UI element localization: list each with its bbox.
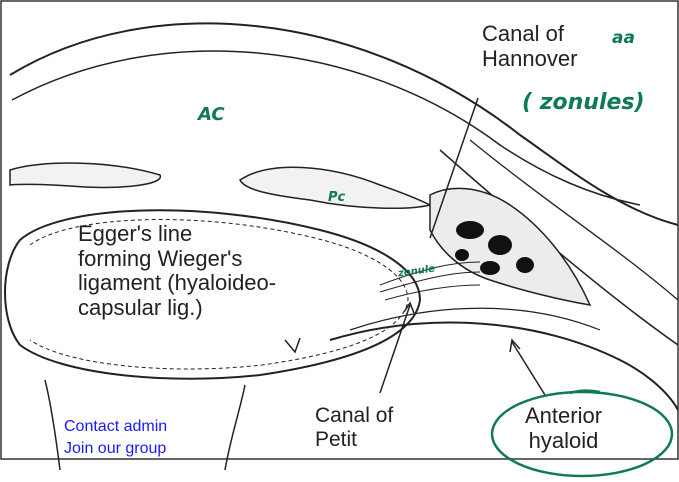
label-canal-of-petit: Canal of Petit — [315, 404, 393, 451]
handwritten-pc: Pc — [328, 190, 345, 205]
label-canal-of-hannover: Canal of Hannover — [482, 22, 577, 71]
ciliary-process-1 — [456, 221, 484, 239]
lower-stroke-1 — [45, 380, 60, 470]
ciliary-process-5 — [455, 249, 469, 261]
handwritten-aa: aa — [612, 28, 635, 48]
ciliary-process-2 — [488, 235, 512, 255]
label-anterior-hyaloid: Anterior hyaloid — [525, 404, 602, 453]
ciliary-process-4 — [516, 257, 534, 273]
handwritten-ac: AC — [198, 104, 225, 125]
ciliary-process-3 — [480, 261, 500, 275]
join-group-link[interactable]: Join our group — [64, 440, 166, 458]
label-eggers-line: Egger's line forming Wieger's ligament (… — [78, 222, 276, 321]
handwritten-zonules: ( zonules) — [522, 90, 645, 115]
lower-stroke-2 — [225, 385, 245, 470]
contact-admin-link[interactable]: Contact admin — [64, 418, 167, 436]
pointer-hyaloid — [512, 342, 545, 395]
iris-left — [10, 163, 160, 187]
